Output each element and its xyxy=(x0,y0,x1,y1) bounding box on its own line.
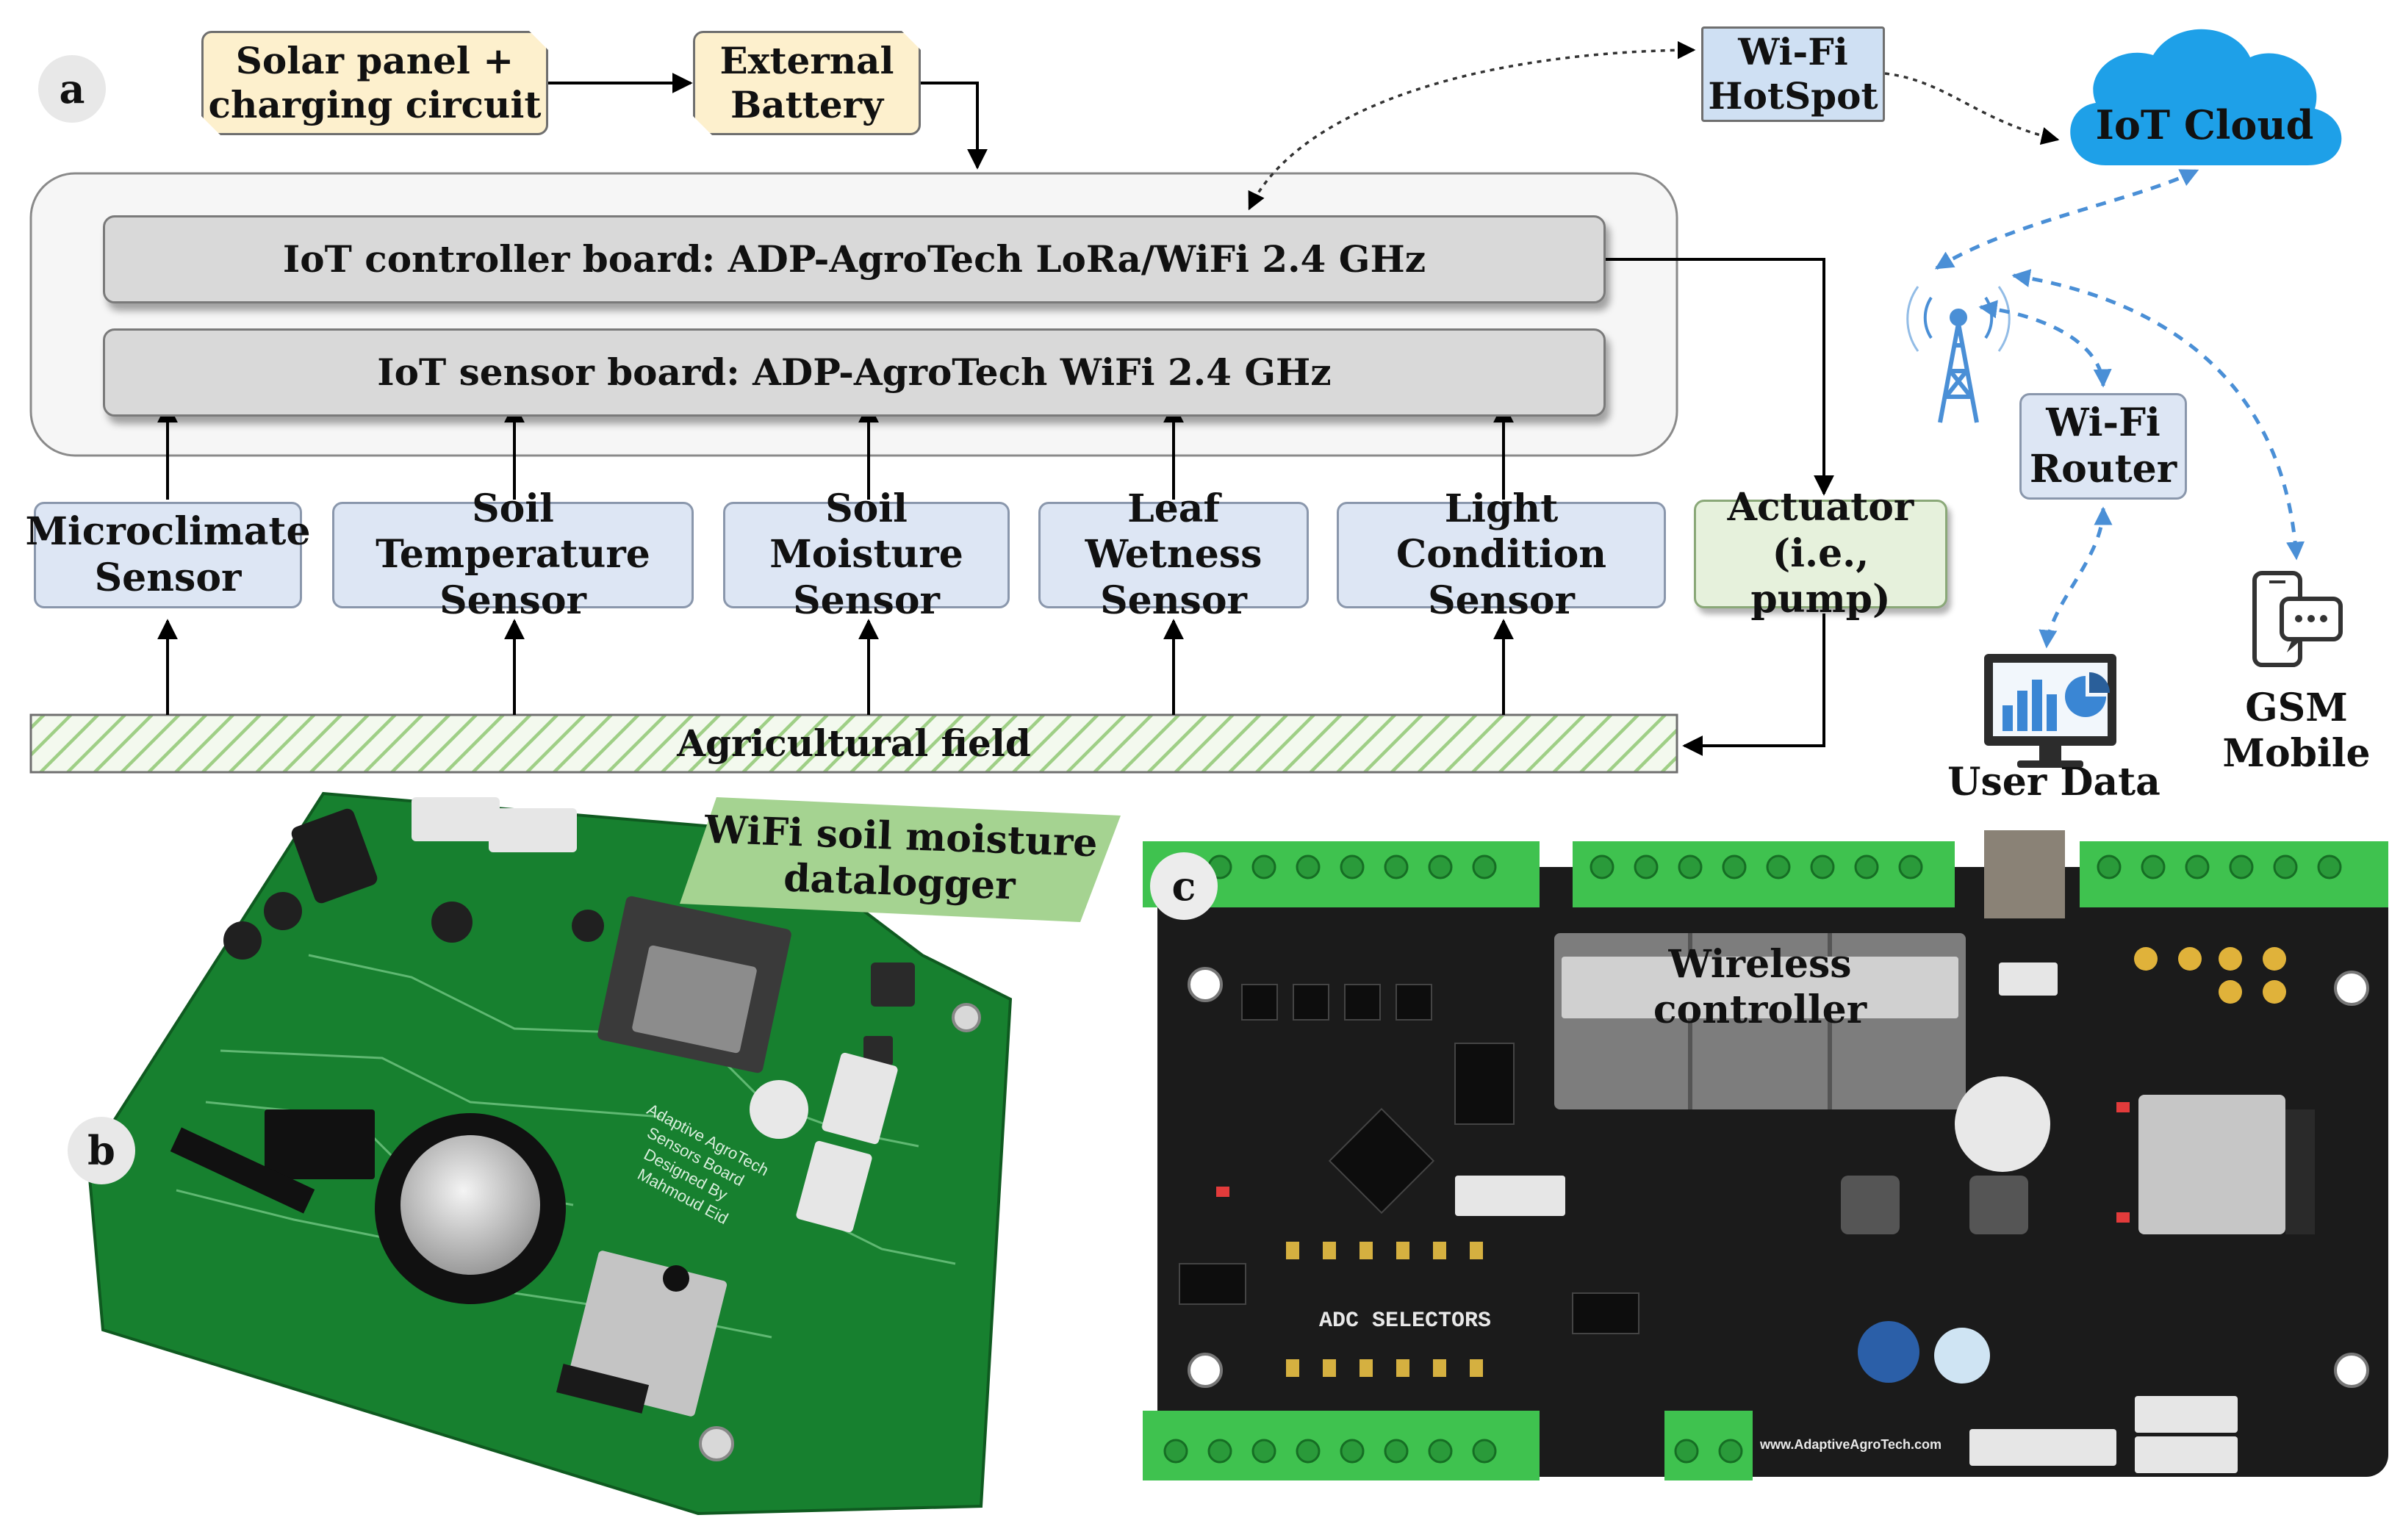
panel-label-a: a xyxy=(38,55,106,123)
sensor-label-line2: Sensor xyxy=(793,578,940,623)
battery-label-line1: External xyxy=(719,39,894,82)
arrow-controller-to-actuator xyxy=(1606,258,1834,496)
banner-label-line2: datalogger xyxy=(783,855,1016,909)
actuator-box: Actuator (i.e., pump) xyxy=(1694,485,1947,622)
solar-panel-box: Solar panel + charging circuit xyxy=(201,31,548,135)
datalogger-banner xyxy=(680,797,1121,922)
sensor-label-line2: Sensor xyxy=(1100,578,1247,623)
sensor-label-line1: Soil Moisture xyxy=(769,486,963,578)
sensor-leaf-wetness: Leaf Wetness Sensor xyxy=(1038,486,1309,623)
banner-label-line1: WiFi soil moisture xyxy=(703,807,1099,866)
wifi-hotspot-box: Wi-Fi HotSpot xyxy=(1701,26,1885,122)
sensor-label-line1: Soil Temperature xyxy=(376,486,650,578)
external-battery-box: External Battery xyxy=(693,31,921,135)
wireless-links xyxy=(1934,168,2305,649)
datalogger-banner-label: WiFi soil moisture datalogger xyxy=(700,802,1101,918)
cell-tower-icon xyxy=(1906,286,2011,423)
link-hotspot-cloud xyxy=(1884,72,2060,145)
gsm-label-line1: GSM xyxy=(2245,685,2348,730)
wireless-controller-tag: Wireless controller xyxy=(1562,942,1958,1032)
arrow-actuator-to-field xyxy=(1682,614,1825,756)
sensor-label-line1: Microclimate xyxy=(25,509,311,555)
actuator-label-line1: Actuator xyxy=(1727,485,1914,530)
hotspot-label-line2: HotSpot xyxy=(1708,74,1878,118)
adc-selectors-silk: ADC SELECTORS xyxy=(1319,1309,1491,1334)
sensor-board-bar: IoT sensor board: ADP-AgroTech WiFi 2.4 … xyxy=(103,328,1606,417)
mobile-phone-icon xyxy=(2252,571,2343,667)
sensor-light-condition: Light Condition Sensor xyxy=(1337,486,1666,623)
sensor-soil-temperature: Soil Temperature Sensor xyxy=(332,486,694,623)
hotspot-label-line1: Wi-Fi xyxy=(1738,30,1848,73)
field-bar xyxy=(29,713,1678,774)
agricultural-field-label: Agricultural field xyxy=(677,722,1031,765)
monitor-icon xyxy=(1984,654,2116,768)
url-silk: www.AdaptiveAgroTech.com xyxy=(1759,1437,1942,1452)
wifi-router-box: Wi-Fi Router xyxy=(2019,393,2187,500)
sensor-microclimate: Microclimate Sensor xyxy=(25,502,311,608)
sensor-label-line2: Sensor xyxy=(1428,578,1575,623)
sensor-label-line2: Sensor xyxy=(439,578,586,623)
router-label-line2: Router xyxy=(2029,446,2177,492)
router-label-line1: Wi-Fi xyxy=(2046,400,2160,446)
sensor-soil-moisture: Soil Moisture Sensor xyxy=(723,486,1010,623)
solar-label-line1: Solar panel + xyxy=(235,39,514,82)
sensor-label-line1: Leaf Wetness xyxy=(1085,486,1262,578)
gsm-label-line2: Mobile xyxy=(2222,731,2371,776)
controller-board-bar: IoT controller board: ADP-AgroTech LoRa/… xyxy=(103,215,1606,303)
solar-label-line2: charging circuit xyxy=(208,83,542,126)
photo-c-controller-board xyxy=(1143,830,2388,1480)
actuator-label-line2: (i.e., pump) xyxy=(1750,530,1891,622)
sensor-to-board-arrows xyxy=(157,402,1514,500)
panel-label-b: b xyxy=(68,1117,135,1184)
iot-cloud-shape xyxy=(2070,29,2342,166)
user-data-label: User Data xyxy=(1947,759,2160,805)
gsm-mobile-label: GSM Mobile xyxy=(2212,680,2381,782)
panel-label-c: c xyxy=(1150,852,1218,920)
iot-cloud-label: IoT Cloud xyxy=(2095,101,2314,148)
battery-label-line2: Battery xyxy=(730,83,884,126)
link-board-hotspot xyxy=(1248,40,1696,211)
arrow-battery-to-board xyxy=(921,82,988,170)
sensor-label-line2: Sensor xyxy=(94,555,242,600)
photo-b-sensor-board xyxy=(86,791,1013,1516)
sensor-label-line1: Light Condition xyxy=(1396,486,1607,578)
field-to-sensor-arrows xyxy=(157,619,1514,715)
